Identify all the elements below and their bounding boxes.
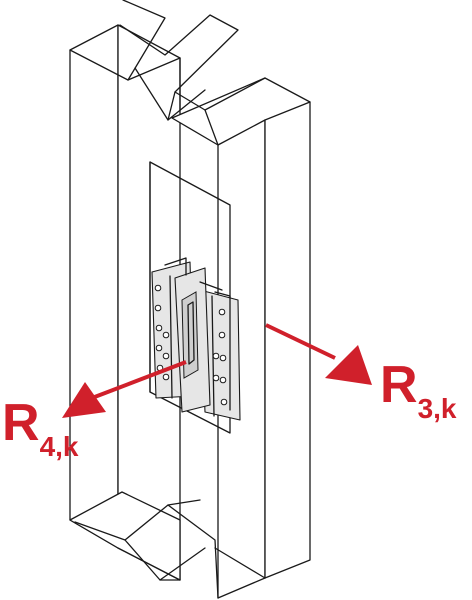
screw-hole <box>154 284 162 292</box>
screw-hole <box>218 331 226 339</box>
label-r3: R3,k <box>380 356 457 424</box>
bottom-cut <box>69 491 266 599</box>
screw-hole <box>155 324 163 332</box>
screw-hole <box>219 376 227 384</box>
screw-hole <box>220 398 228 406</box>
screw-hole <box>212 352 220 360</box>
recess-outline <box>149 161 231 434</box>
screw-hole <box>218 308 226 316</box>
screw-hole <box>162 331 170 339</box>
screw-hole <box>154 304 162 312</box>
screw-hole <box>162 352 170 360</box>
force-arrow-r4 <box>62 360 187 418</box>
screw-hole <box>212 374 220 382</box>
screw-hole <box>219 354 227 362</box>
screw-hole <box>162 373 170 381</box>
screw-hole <box>155 344 163 352</box>
label-r4: R4,k <box>2 394 79 462</box>
left-column <box>69 0 206 581</box>
force-arrow-r3 <box>265 323 372 385</box>
